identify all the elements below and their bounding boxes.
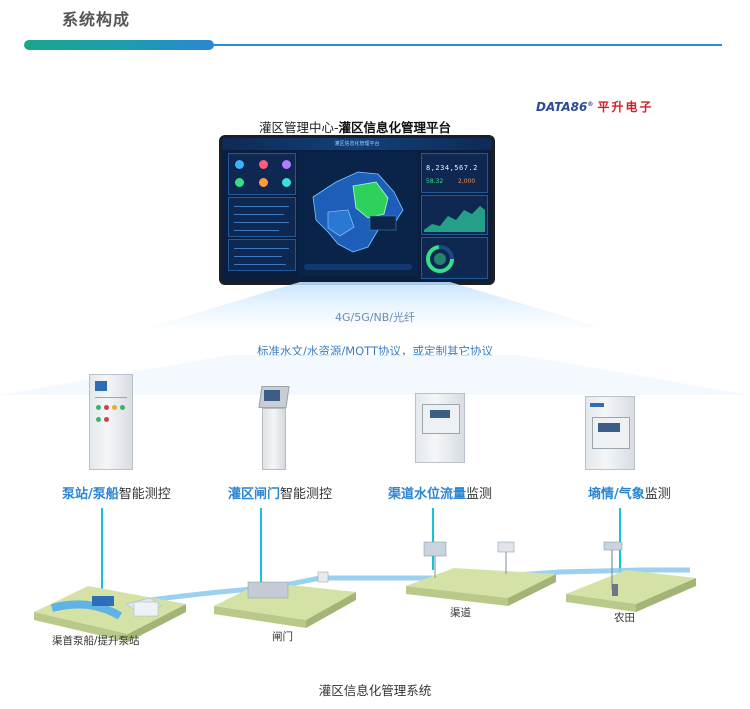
dashboard-right-panel-2 <box>421 195 488 235</box>
stat-icon <box>235 160 244 169</box>
stat-icon <box>259 178 268 187</box>
gate-terminal <box>258 386 290 470</box>
dashboard-monitor: 灌区信息化管理平台 8,234,567.2 58.32 2,000 <box>222 138 492 282</box>
platform-title-bold: 灌区信息化管理平台 <box>338 120 452 135</box>
station-label-pump: 泵站/泵船智能测控 <box>62 487 171 502</box>
protocols-label: 标准水文/水资源/MQTT协议，或定制其它协议 <box>256 344 494 358</box>
title-underline <box>205 44 722 46</box>
dashboard-header <box>222 138 492 150</box>
base-label-gate: 闸门 <box>272 631 293 643</box>
fan-background <box>0 355 750 395</box>
platform-title: 灌区管理中心-灌区信息化管理平台 <box>190 117 520 136</box>
signal-beam <box>150 282 600 327</box>
station-label-gate: 灌区闸门智能测控 <box>228 487 333 502</box>
title-underline-accent <box>24 40 214 50</box>
area-chart <box>424 206 485 232</box>
counter-value: 8,234,567.2 <box>426 164 478 172</box>
channel-monitor-box <box>415 393 465 463</box>
transport-label: 4G/5G/NB/光纤 <box>335 311 415 324</box>
dashboard-right-panel-3 <box>421 237 488 279</box>
dashboard-header-title: 灌区信息化管理平台 <box>334 141 380 147</box>
moisture-weather-box <box>585 396 635 470</box>
pump-control-cabinet <box>89 374 133 470</box>
dashboard-left-panel-1 <box>228 153 296 195</box>
station-label-channel: 渠道水位流量监测 <box>388 487 493 502</box>
connector-pump <box>101 508 103 598</box>
irrigation-scene <box>34 541 696 642</box>
section-title: 系统构成 <box>62 10 131 29</box>
footer-caption: 灌区信息化管理系统 <box>318 683 432 698</box>
connector-gate <box>260 508 262 588</box>
gauge-chart <box>426 245 454 273</box>
base-label-channel: 渠道 <box>450 607 471 619</box>
base-label-farm: 农田 <box>614 612 635 624</box>
base-label-pump: 渠首泵船/提升泵站 <box>52 635 140 647</box>
stat-icon <box>235 178 244 187</box>
stat-b: 2,000 <box>458 178 476 185</box>
dashboard-map <box>298 152 418 276</box>
connector-channel <box>432 508 434 570</box>
station-label-farm: 墒情/气象监测 <box>588 487 671 502</box>
stat-icon <box>259 160 268 169</box>
stat-icon <box>282 178 291 187</box>
stat-a: 58.32 <box>426 178 444 185</box>
dashboard-left-panel-3 <box>228 239 296 271</box>
brand-company: 平升电子 <box>597 100 654 114</box>
brand-logo: DATA86® 平升电子 <box>536 100 654 114</box>
dashboard-left-panel-2 <box>228 197 296 237</box>
dashboard-right-panel-1: 8,234,567.2 58.32 2,000 <box>421 153 488 193</box>
brand-logo-text: DATA86 <box>536 100 588 114</box>
stat-icon <box>282 160 291 169</box>
platform-title-prefix: 灌区管理中心- <box>258 120 339 135</box>
